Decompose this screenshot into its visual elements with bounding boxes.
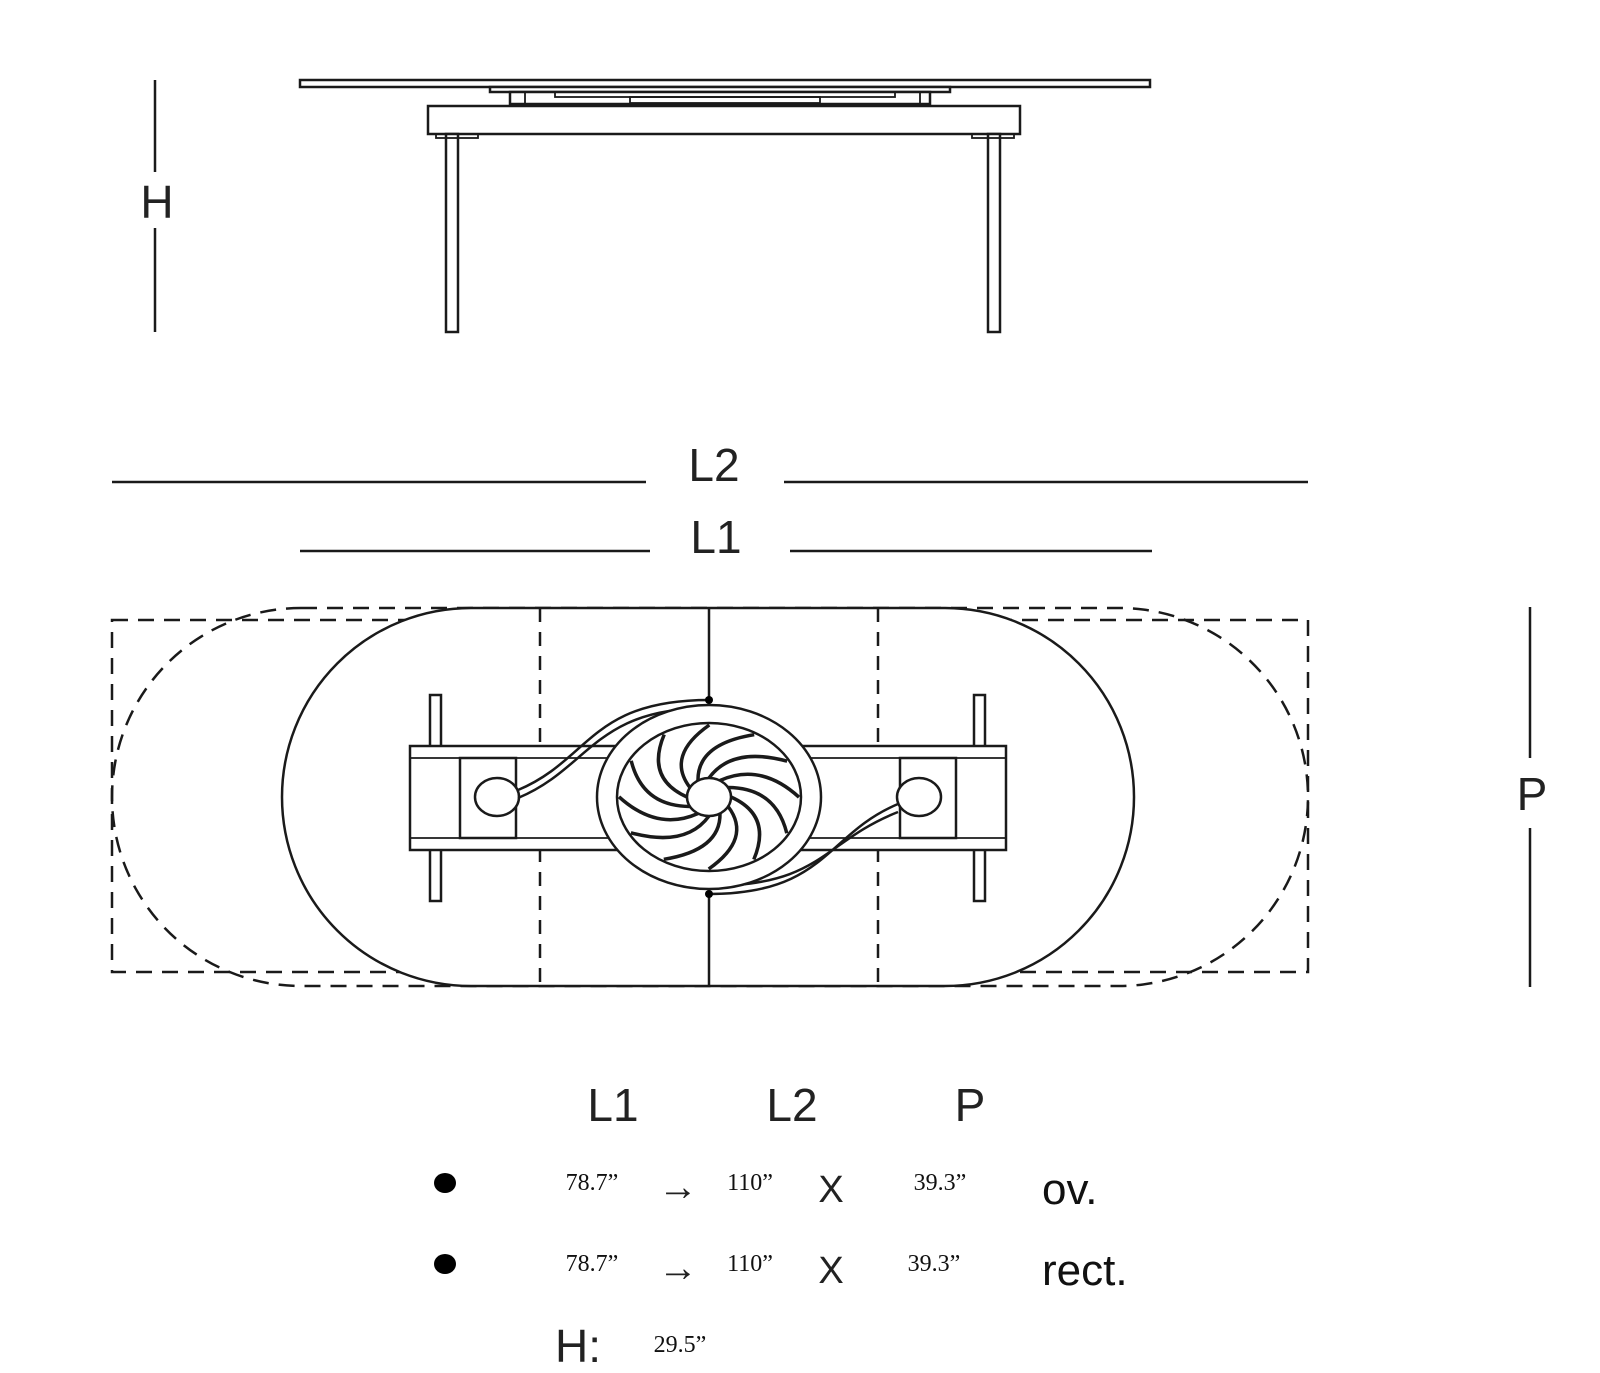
row-l1-value: 78.7”: [566, 1251, 619, 1277]
row-l2-value: 110”: [727, 1170, 773, 1196]
height-row-label: H:: [555, 1320, 601, 1372]
row-l1-value: 78.7”: [566, 1170, 619, 1196]
pivot-right: [895, 776, 943, 818]
row-shape-label: rect.: [1042, 1246, 1128, 1295]
spiral-blade: [707, 805, 739, 871]
spiral-blade: [656, 733, 688, 799]
table-leg-left: [444, 132, 460, 334]
leg-bracket-right: [971, 133, 1015, 139]
arm-right-outer: [708, 802, 899, 896]
spiral-blade: [629, 760, 690, 809]
arm-joint-bottom: [705, 890, 713, 898]
leg-bracket-left: [435, 133, 479, 139]
depth-dimension-label: P: [1517, 768, 1548, 820]
dimension-table: L1 L2 P 78.7” → 110” X 39.3” ov. 78.7” →…: [434, 1079, 1128, 1372]
l2-dimension-label: L2: [688, 439, 739, 491]
arm-left-outer: [517, 698, 710, 792]
pivot-left: [473, 776, 521, 818]
table-header-l2: L2: [766, 1079, 817, 1131]
l1-dimension-label: L1: [690, 511, 741, 563]
spiral-blades: [617, 723, 801, 871]
row-p-value: 39.3”: [914, 1170, 967, 1196]
table-row: 78.7” → 110” X 39.3” rect.: [434, 1246, 1128, 1295]
table-apron: [426, 104, 1022, 136]
mechanism-center: [629, 96, 821, 104]
spiral-blade: [730, 795, 762, 861]
times-sign: X: [818, 1250, 843, 1292]
row-l2-value: 110”: [727, 1251, 773, 1277]
rotating-mechanism: [595, 703, 823, 891]
side-view: H: [140, 78, 1152, 334]
spiral-blade: [663, 813, 722, 862]
row-p-value: 39.3”: [908, 1251, 961, 1277]
arm-joint-top: [705, 696, 713, 704]
top-view: [110, 606, 1310, 988]
times-sign: X: [818, 1169, 843, 1211]
table-header-l1: L1: [587, 1079, 638, 1131]
spiral-blade: [617, 795, 699, 822]
row-shape-label: ov.: [1042, 1165, 1097, 1214]
spiral-blade: [679, 723, 711, 789]
spiral-blade: [728, 785, 789, 834]
spiral-blade: [630, 814, 711, 840]
mechanism-hub: [685, 776, 733, 818]
bullet-icon: [434, 1173, 456, 1193]
spiral-blade: [707, 754, 788, 780]
arrow-right-icon: →: [658, 1165, 698, 1209]
length-dimensions: L2 L1 P: [112, 439, 1547, 987]
spiral-blade: [719, 772, 801, 799]
table-header-p: P: [955, 1079, 986, 1131]
table-row: 78.7” → 110” X 39.3” ov.: [434, 1165, 1097, 1214]
height-row-value: 29.5”: [654, 1332, 707, 1358]
arrow-right-icon: →: [658, 1246, 698, 1290]
height-label: H: [140, 176, 173, 228]
table-leg-right: [986, 132, 1002, 334]
spiral-blade: [696, 732, 755, 781]
bullet-icon: [434, 1254, 456, 1274]
